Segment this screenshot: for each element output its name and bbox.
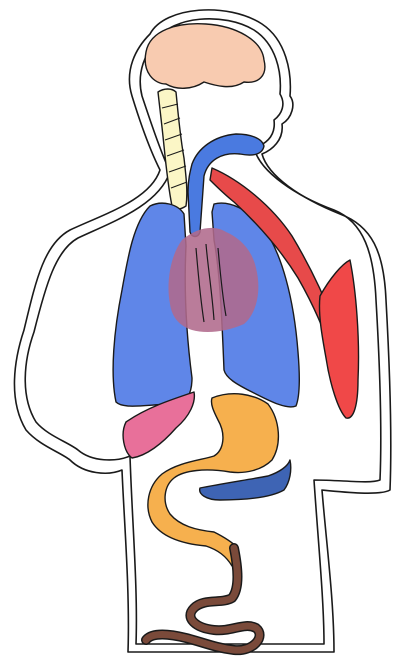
spleen [319, 260, 358, 418]
spine [158, 89, 187, 209]
brain [145, 24, 265, 89]
